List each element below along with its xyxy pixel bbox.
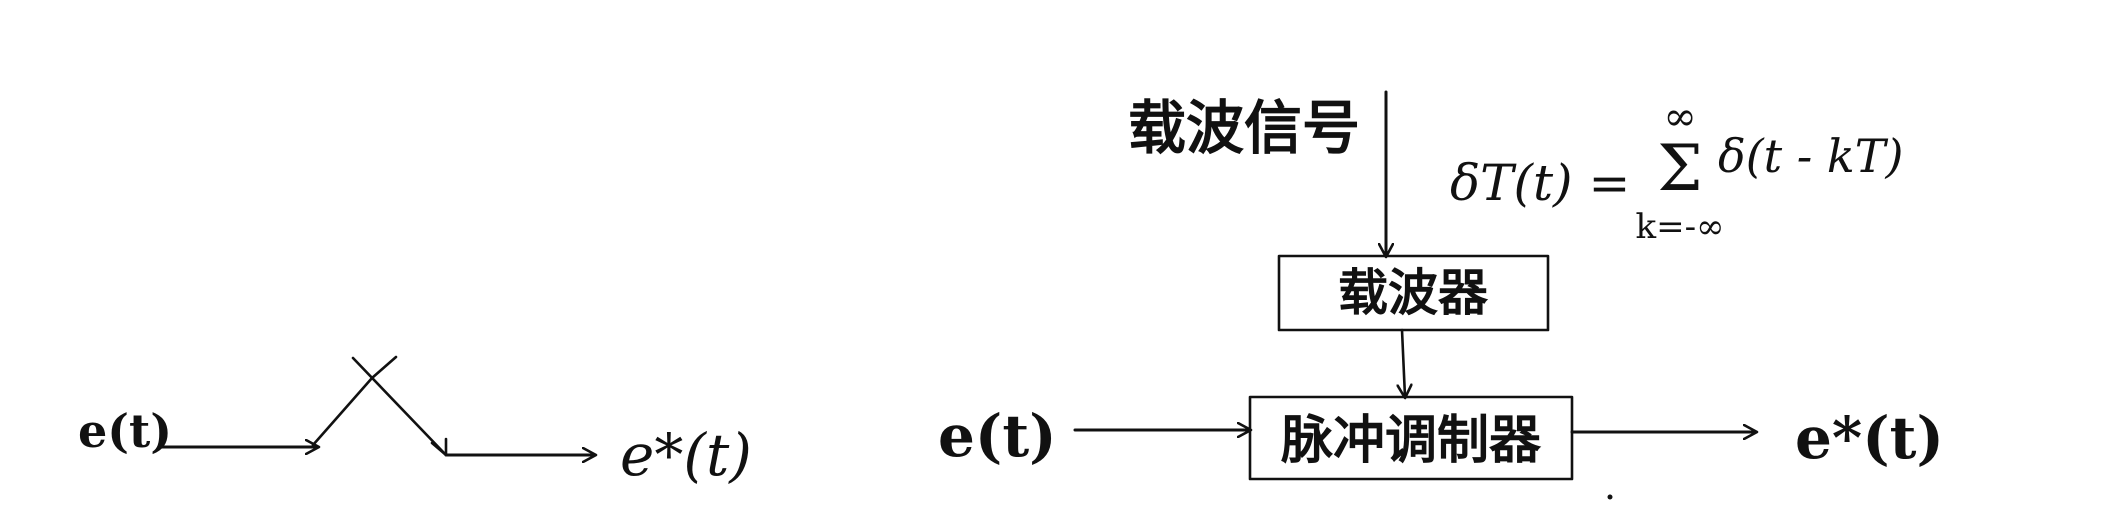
- pulse-modulator-block-label: 脉冲调制器: [1281, 410, 1542, 471]
- left-sampler-diagram: e(t) e*(t): [78, 355, 752, 489]
- carrier-to-modulator-arrow: [1402, 328, 1405, 397]
- left-output-label: e*(t): [620, 421, 752, 489]
- stray-dot: [1607, 494, 1613, 500]
- impulse-train-lhs: δT(t) =: [1450, 154, 1630, 212]
- impulse-train-term: δ(t - kT): [1718, 129, 1903, 183]
- impulse-train-lower-limit: k=-∞: [1636, 207, 1725, 247]
- pulse-modulator-block: [1248, 395, 1574, 481]
- impulse-train-sum-symbol: Σ: [1657, 132, 1702, 206]
- right-input-label: e(t): [938, 402, 1057, 470]
- carrier-signal-label: 载波信号: [1128, 94, 1360, 162]
- left-input-label: e(t): [78, 404, 172, 458]
- sampler-switch-left-leg: [311, 376, 374, 447]
- carrier-block-label: 载波器: [1338, 263, 1489, 322]
- right-modulator-diagram: 载波信号 δT(t) = ∞ Σ k=-∞ δ(t - kT) 载波器 脉冲调制…: [938, 90, 1944, 500]
- sampler-switch-stub: [370, 355, 398, 380]
- impulse-train-formula: δT(t) = ∞ Σ k=-∞ δ(t - kT): [1450, 94, 1903, 247]
- impulse-train-upper-limit: ∞: [1663, 94, 1696, 140]
- right-output-label: e*(t): [1795, 404, 1944, 472]
- carrier-block: [1277, 254, 1550, 332]
- sampler-switch-right-leg: [351, 356, 448, 457]
